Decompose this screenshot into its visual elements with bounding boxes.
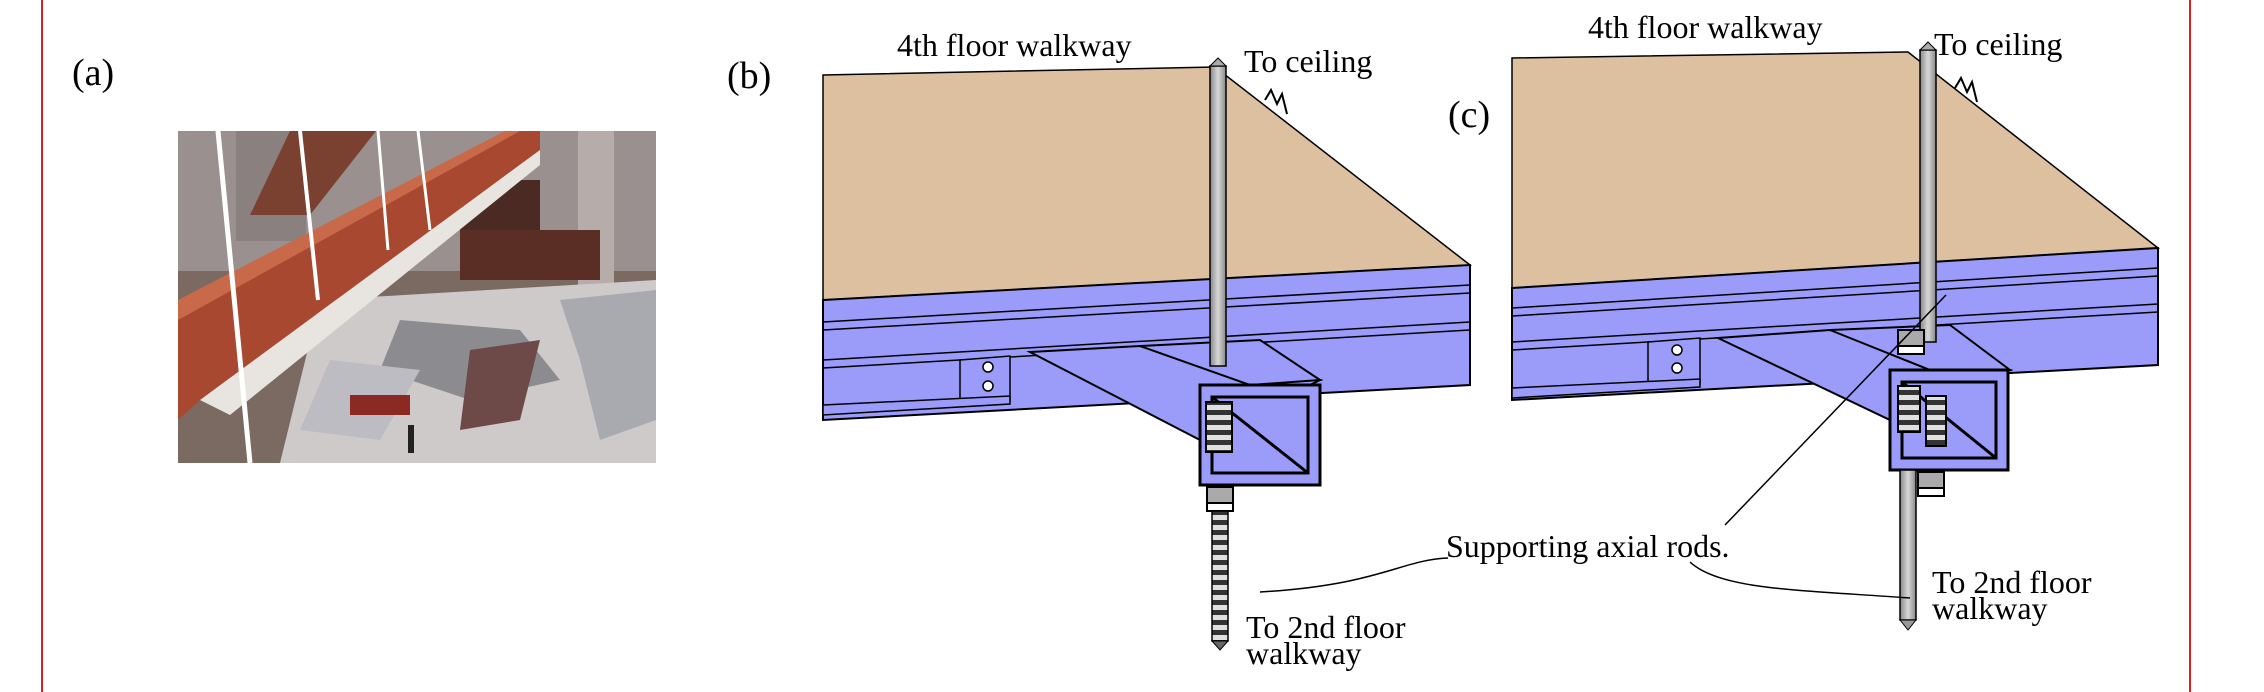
panel-a-label: (a) <box>72 52 114 94</box>
panel-b-lower-label-1: To 2nd floor <box>1246 609 1406 645</box>
panel-b-lower-label-2: walkway <box>1246 635 1362 671</box>
panel-b-walkway-label: 4th floor walkway <box>897 27 1132 63</box>
rod-to-ceiling <box>1919 49 1937 343</box>
collapse-photo <box>178 130 656 464</box>
panel-b-label: (b) <box>727 55 771 97</box>
panel-c-lower-label-1: To 2nd floor <box>1932 564 2092 600</box>
panel-c-walkway-drawing <box>1511 41 2161 631</box>
panel-c-ceiling-label: To ceiling <box>1934 26 2062 62</box>
callout-label: Supporting axial rods. <box>1446 528 1730 564</box>
panel-b-ceiling-label: To ceiling <box>1244 43 1372 79</box>
figure-frame <box>41 0 2191 692</box>
deck <box>822 66 1473 301</box>
panel-c-label: (c) <box>1448 94 1490 136</box>
callout-leaders <box>1259 294 1947 599</box>
panel-b-walkway-drawing <box>822 57 1473 651</box>
deck <box>1511 51 2161 289</box>
panel-c-lower-label-2: walkway <box>1932 590 2048 626</box>
panel-c-walkway-label: 4th floor walkway <box>1588 9 1823 45</box>
rod-to-ceiling <box>1209 65 1227 367</box>
threaded-rod-lower <box>1211 510 1229 642</box>
